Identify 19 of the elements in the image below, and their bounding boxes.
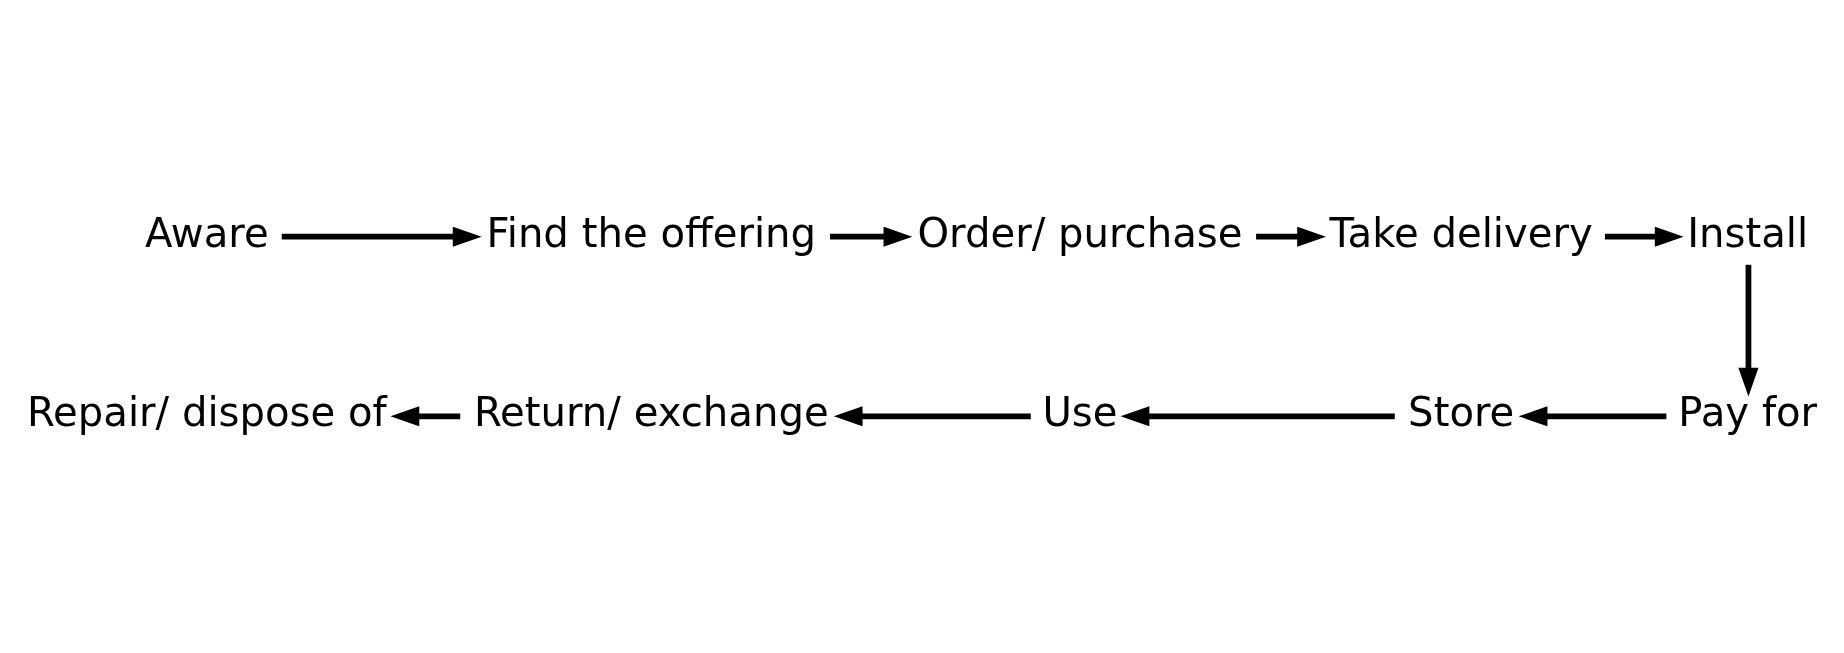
arrow [281, 226, 482, 247]
node-text: Return/ exchange [473, 389, 829, 436]
node-text: Store [1408, 389, 1515, 436]
arrow [390, 406, 461, 427]
arrow [1256, 226, 1326, 247]
arrow [1518, 406, 1667, 427]
arrow [1120, 406, 1395, 427]
arrow [1604, 226, 1684, 247]
node-text: Repair/ dispose of [26, 389, 387, 436]
arrow [1738, 264, 1759, 397]
node-text: Pay for [1678, 389, 1818, 436]
node-text: Use [1042, 389, 1118, 436]
node-text: Aware [144, 209, 269, 256]
node-text: Find the offering [486, 209, 817, 256]
node-text: Install [1687, 209, 1809, 256]
arrow [830, 226, 913, 247]
node-text: Order/ purchase [917, 209, 1243, 256]
arrow [833, 406, 1031, 427]
node-text: Take delivery [1329, 209, 1593, 256]
